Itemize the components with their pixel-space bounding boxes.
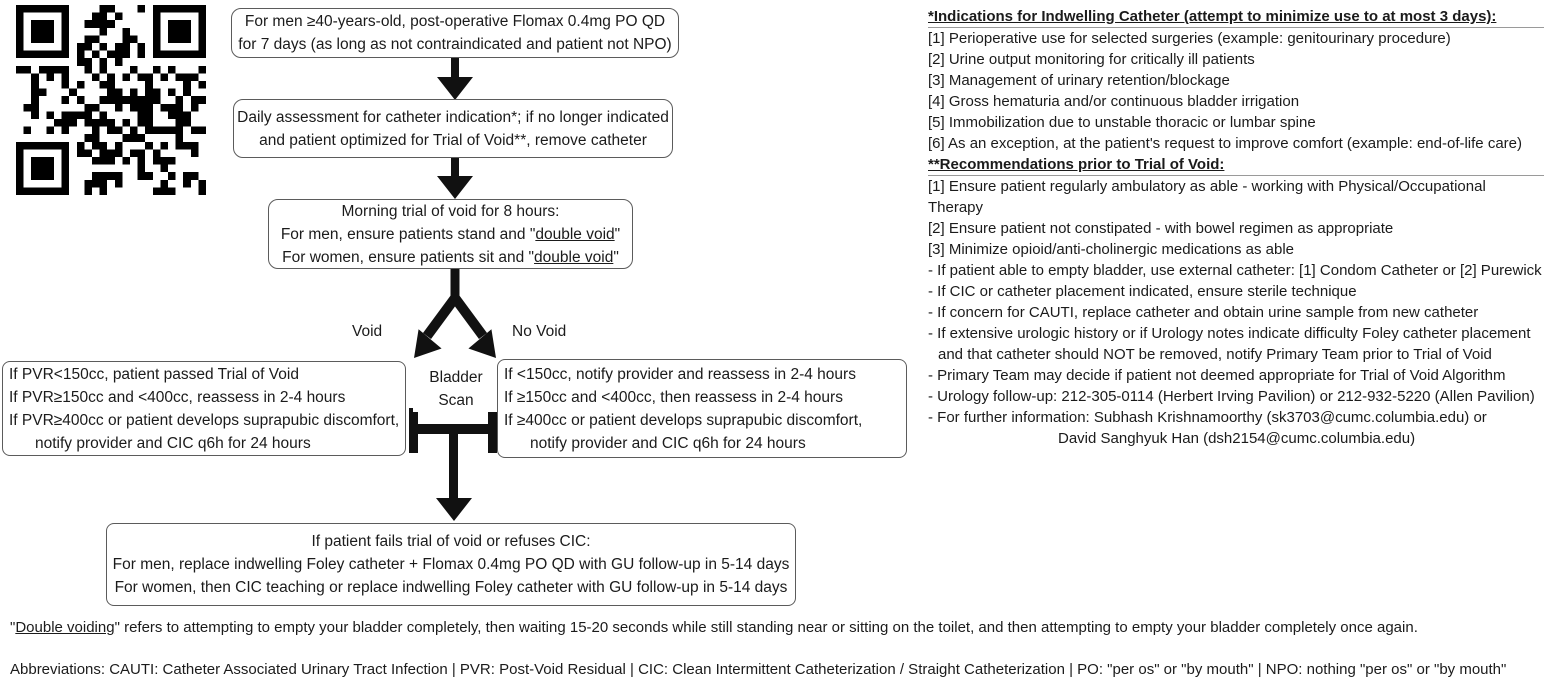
indication-item: [3] Management of urinary retention/bloc… [928, 72, 1230, 89]
void-result-line2: If PVR≥150cc and <400cc, reassess in 2-4… [9, 388, 346, 406]
flow-box-daily-assessment-line1: Daily assessment for catheter indication… [237, 108, 669, 126]
bladder-scan-line1: Bladder [429, 369, 483, 386]
indications-heading: *Indications for Indwelling Catheter (at… [928, 6, 1544, 28]
branch-label-void: Void [352, 322, 383, 342]
bladder-scan-line2: Scan [438, 392, 474, 409]
void-result-line3: If PVR≥400cc or patient develops suprapu… [9, 411, 400, 429]
bladder-scan-label: Bladder Scan [413, 366, 499, 412]
qr-code-icon [16, 5, 206, 195]
fail-trial-line1: If patient fails trial of void or refuse… [311, 533, 591, 550]
flow-box-flomax: For men ≥40-years-old, post-operative Fl… [231, 8, 679, 58]
void-result-line1: If PVR<150cc, patient passed Trial of Vo… [9, 365, 299, 383]
flow-box-fail-trial: If patient fails trial of void or refuse… [106, 523, 796, 606]
sidebar-notes: *Indications for Indwelling Catheter (at… [928, 6, 1544, 449]
note-primary-team: - Primary Team may decide if patient not… [928, 367, 1506, 384]
recommendation-item: [2] Ensure patient not constipated - wit… [928, 220, 1394, 237]
void-result-line4: notify provider and CIC q6h for 24 hours [35, 434, 311, 452]
flow-box-no-void-result: If <150cc, notify provider and reassess … [497, 359, 907, 458]
footnote-double-voiding: "Double voiding" refers to attempting to… [10, 619, 1418, 636]
note-cauti: - If concern for CAUTI, replace catheter… [928, 304, 1479, 321]
indication-item: [2] Urine output monitoring for critical… [928, 51, 1255, 68]
flow-box-flomax-line2: for 7 days (as long as not contraindicat… [238, 36, 672, 53]
flow-box-daily-assessment: Daily assessment for catheter indication… [233, 99, 673, 158]
flow-box-morning-trial-line3: For women, ensure patients sit and "doub… [282, 248, 619, 266]
note-contact: - For further information: Subhash Krish… [928, 409, 1487, 426]
branch-label-no-void: No Void [512, 322, 567, 342]
note-external-catheter: - If patient able to empty bladder, use … [928, 262, 1542, 279]
no-void-result-line1: If <150cc, notify provider and reassess … [504, 365, 856, 383]
fail-trial-line3: For women, then CIC teaching or replace … [114, 579, 788, 596]
indication-item: [6] As an exception, at the patient's re… [928, 135, 1522, 152]
footnote-abbreviations: Abbreviations: CAUTI: Catheter Associate… [10, 661, 1507, 678]
note-urology-followup: - Urology follow-up: 212-305-0114 (Herbe… [928, 388, 1535, 405]
flow-box-daily-assessment-line2: and patient optimized for Trial of Void*… [259, 131, 647, 149]
recommendation-item: [3] Minimize opioid/anti-cholinergic med… [928, 241, 1295, 258]
note-sterile-technique: - If CIC or catheter placement indicated… [928, 283, 1357, 300]
fail-trial-line2: For men, replace indwelling Foley cathet… [112, 556, 790, 573]
recommendation-item: [1] Ensure patient regularly ambulatory … [928, 178, 1486, 216]
recommendations-heading: **Recommendations prior to Trial of Void… [928, 154, 1544, 176]
no-void-result-line2: If ≥150cc and <400cc, then reassess in 2… [504, 388, 843, 406]
note-contact-cont: David Sanghyuk Han (dsh2154@cumc.columbi… [1058, 430, 1416, 447]
flow-box-morning-trial-line1: Morning trial of void for 8 hours: [341, 202, 560, 220]
flow-box-morning-trial: Morning trial of void for 8 hours: For m… [268, 199, 633, 269]
no-void-result-line4: notify provider and CIC q6h for 24 hours [530, 434, 806, 452]
indication-item: [1] Perioperative use for selected surge… [928, 30, 1451, 47]
flow-box-morning-trial-line2: For men, ensure patients stand and "doub… [280, 225, 621, 243]
no-void-result-line3: If ≥400cc or patient develops suprapubic… [504, 411, 863, 429]
flow-box-flomax-line1: For men ≥40-years-old, post-operative Fl… [244, 13, 666, 30]
indication-item: [5] Immobilization due to unstable thora… [928, 114, 1316, 131]
note-urologic-history-cont: and that catheter should NOT be removed,… [938, 346, 1492, 363]
note-urologic-history: - If extensive urologic history or if Ur… [928, 325, 1531, 342]
indication-item: [4] Gross hematuria and/or continuous bl… [928, 93, 1300, 110]
flow-box-void-result: If PVR<150cc, patient passed Trial of Vo… [2, 361, 406, 456]
